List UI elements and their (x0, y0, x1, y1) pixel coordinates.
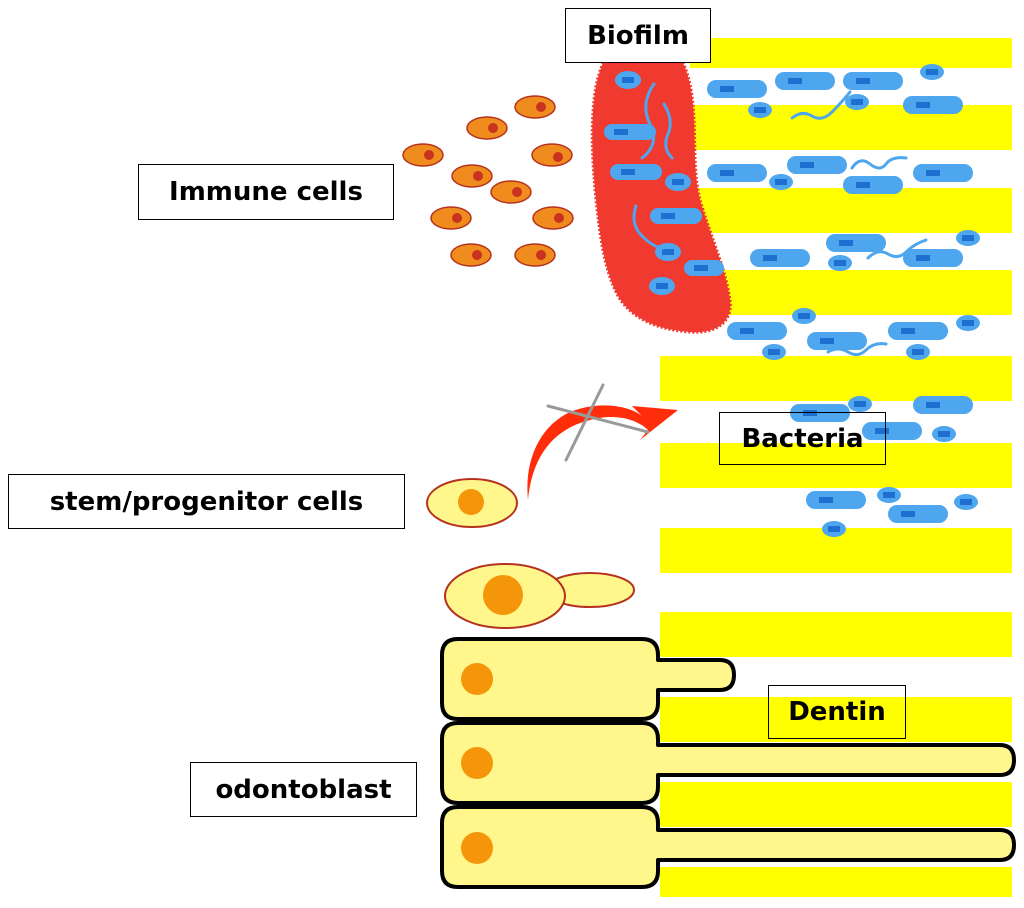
bacteria-cores (720, 69, 974, 532)
immune-cell (490, 180, 532, 204)
immune-cells (402, 95, 574, 267)
progenitor-cell (444, 563, 635, 629)
immune-cell (531, 143, 573, 167)
immune-cell (532, 206, 574, 230)
dentin-stripe (660, 782, 1012, 827)
immune-cells-label: Immune cells (138, 164, 394, 220)
odontoblast-cells (440, 637, 1016, 889)
immune-cell (402, 143, 444, 167)
immune-cell (514, 95, 556, 119)
dentin-stripe (660, 612, 1012, 657)
cross-mark (546, 383, 650, 462)
odontoblast-cell (440, 721, 1016, 805)
immune-cell (451, 164, 493, 188)
odontoblast-cell (440, 805, 1016, 889)
bacteria-bodies (707, 64, 980, 537)
immune-cell (430, 206, 472, 230)
immune-cell (450, 243, 492, 267)
bacteria-group (707, 64, 980, 537)
stem-progenitor-cells-label: stem/progenitor cells (8, 474, 405, 529)
bacteria-label: Bacteria (719, 412, 886, 465)
dentin-stripe (660, 697, 1012, 742)
immune-cell (466, 116, 508, 140)
biofilm (590, 40, 732, 334)
dentin-stripe (660, 867, 1012, 897)
dentin-stripe (660, 443, 1012, 488)
dentin-stripe (690, 270, 1012, 315)
dentin-stripe (660, 356, 1012, 401)
dentin-stripe (690, 38, 1012, 68)
spirochetes (790, 90, 928, 357)
biofilm-label: Biofilm (565, 8, 711, 63)
dentin-stripe (690, 188, 1012, 233)
blocked-migration-arrow (527, 383, 678, 500)
immune-cell (514, 243, 556, 267)
odontoblast-label: odontoblast (190, 762, 417, 817)
dentin-stripe (690, 105, 1012, 150)
stem-cell (426, 478, 518, 528)
dentin-label: Dentin (768, 685, 906, 739)
odontoblast-cell (440, 637, 736, 721)
